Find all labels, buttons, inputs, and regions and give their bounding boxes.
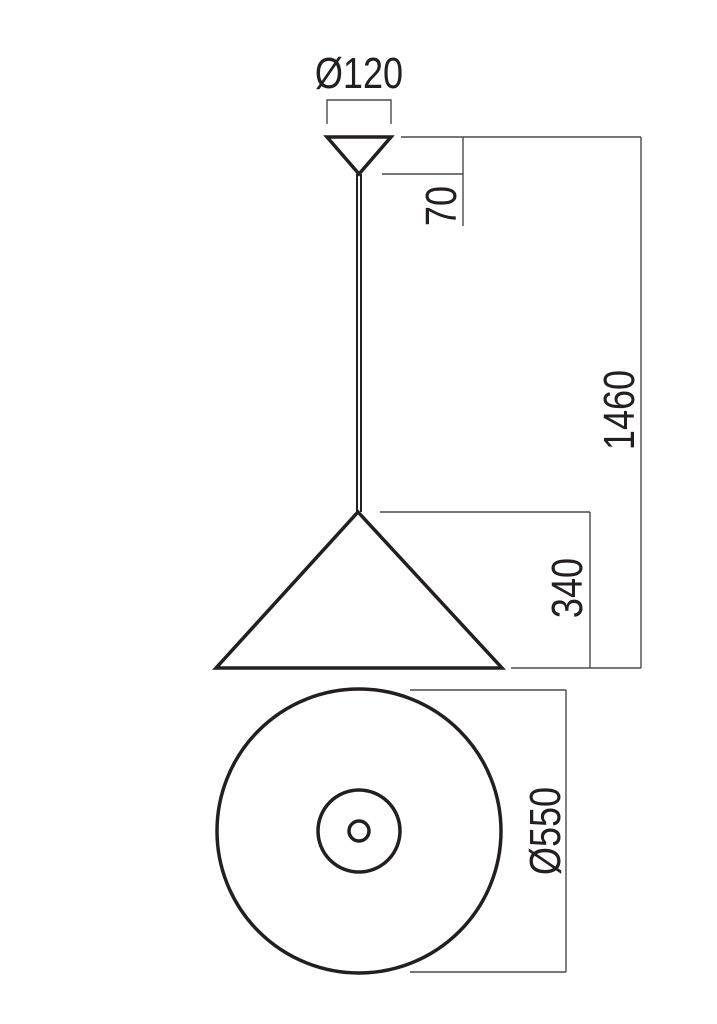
shade: [212, 509, 506, 670]
dimension-shade-diameter: Ø550: [410, 689, 570, 973]
top-view: [215, 687, 503, 975]
dimension-label: Ø120: [315, 49, 403, 98]
dimension-canopy-diameter: Ø120: [315, 49, 403, 124]
side-view: [212, 135, 506, 670]
canopy-outline: [316, 788, 402, 874]
dimension-label: 70: [417, 186, 466, 226]
dimension-total-height: 1460: [511, 137, 644, 669]
dimension-canopy-height: 70: [382, 136, 641, 226]
shade-outline: [215, 687, 503, 975]
canopy: [323, 135, 395, 177]
dimension-label: 340: [543, 558, 592, 618]
cord-hole: [347, 819, 371, 843]
dimension-shade-height: 340: [380, 511, 592, 668]
dimension-label: 1460: [595, 370, 644, 450]
dimension-label: Ø550: [521, 787, 570, 875]
